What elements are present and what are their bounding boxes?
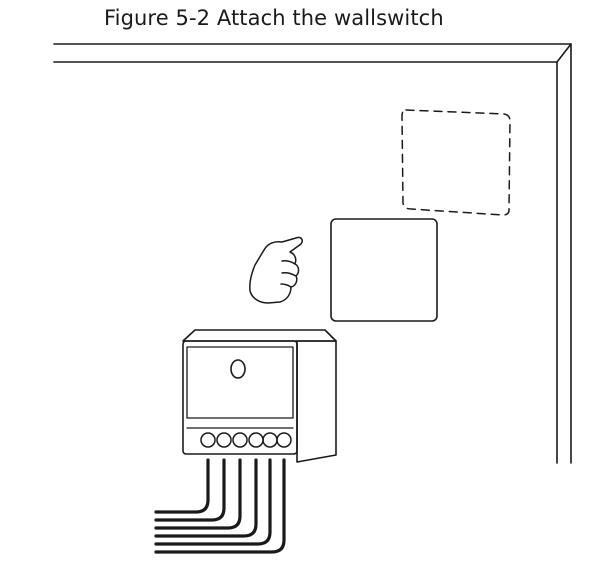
switch-cover-plate [330,218,438,322]
target-position-outline [401,109,511,216]
wallswitch-module [182,329,337,463]
led-indicator-icon [230,359,246,379]
wall-frame [53,43,572,464]
figure-caption: Figure 5-2 Attach the wallswitch [104,6,444,30]
terminal-screws [200,432,292,448]
wires [154,458,286,554]
hand-pointer-icon [249,236,303,304]
